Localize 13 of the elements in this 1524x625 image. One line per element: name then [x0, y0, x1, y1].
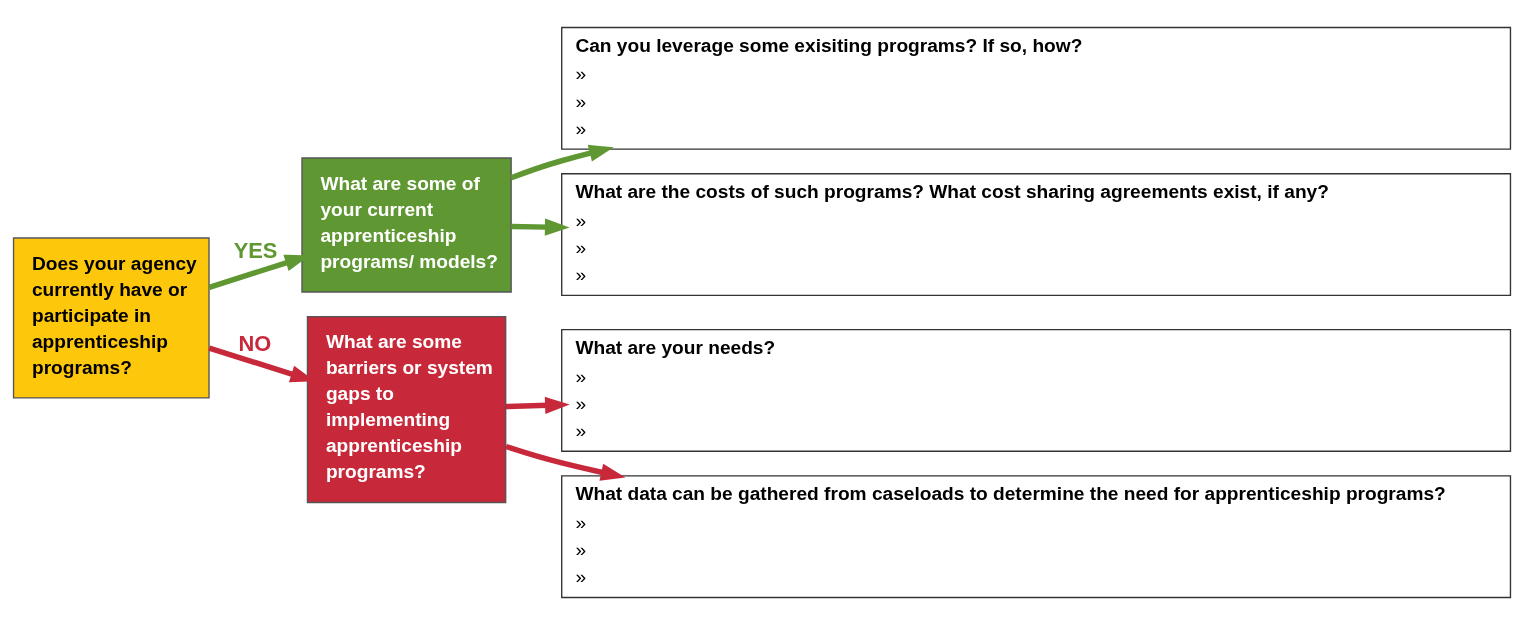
node-box: What data can be gathered from caseloads to determine the need for apprenticeship programs? » » » [561, 475, 1512, 599]
arrow [511, 218, 570, 236]
node-box: What are some of your current apprenticeship programs/ models? [301, 157, 512, 293]
node-box: What are your needs? » » » [561, 328, 1512, 452]
node-box: What are the costs of such programs? What cost sharing agreements exist, if any? » » » [561, 173, 1512, 297]
edge-label: YES [233, 237, 278, 263]
arrow [505, 396, 570, 414]
node-box: Does your agency currently have or participate in apprenticeship programs? [12, 237, 210, 399]
edge-label: NO [238, 330, 272, 356]
arrow [505, 443, 626, 481]
arrow [510, 144, 614, 181]
node-box: What are some barriers or system gaps to implementing apprenticeship programs? [306, 315, 507, 504]
node-box: Can you leverage some exisiting programs? If so, how? » » » [561, 26, 1512, 150]
